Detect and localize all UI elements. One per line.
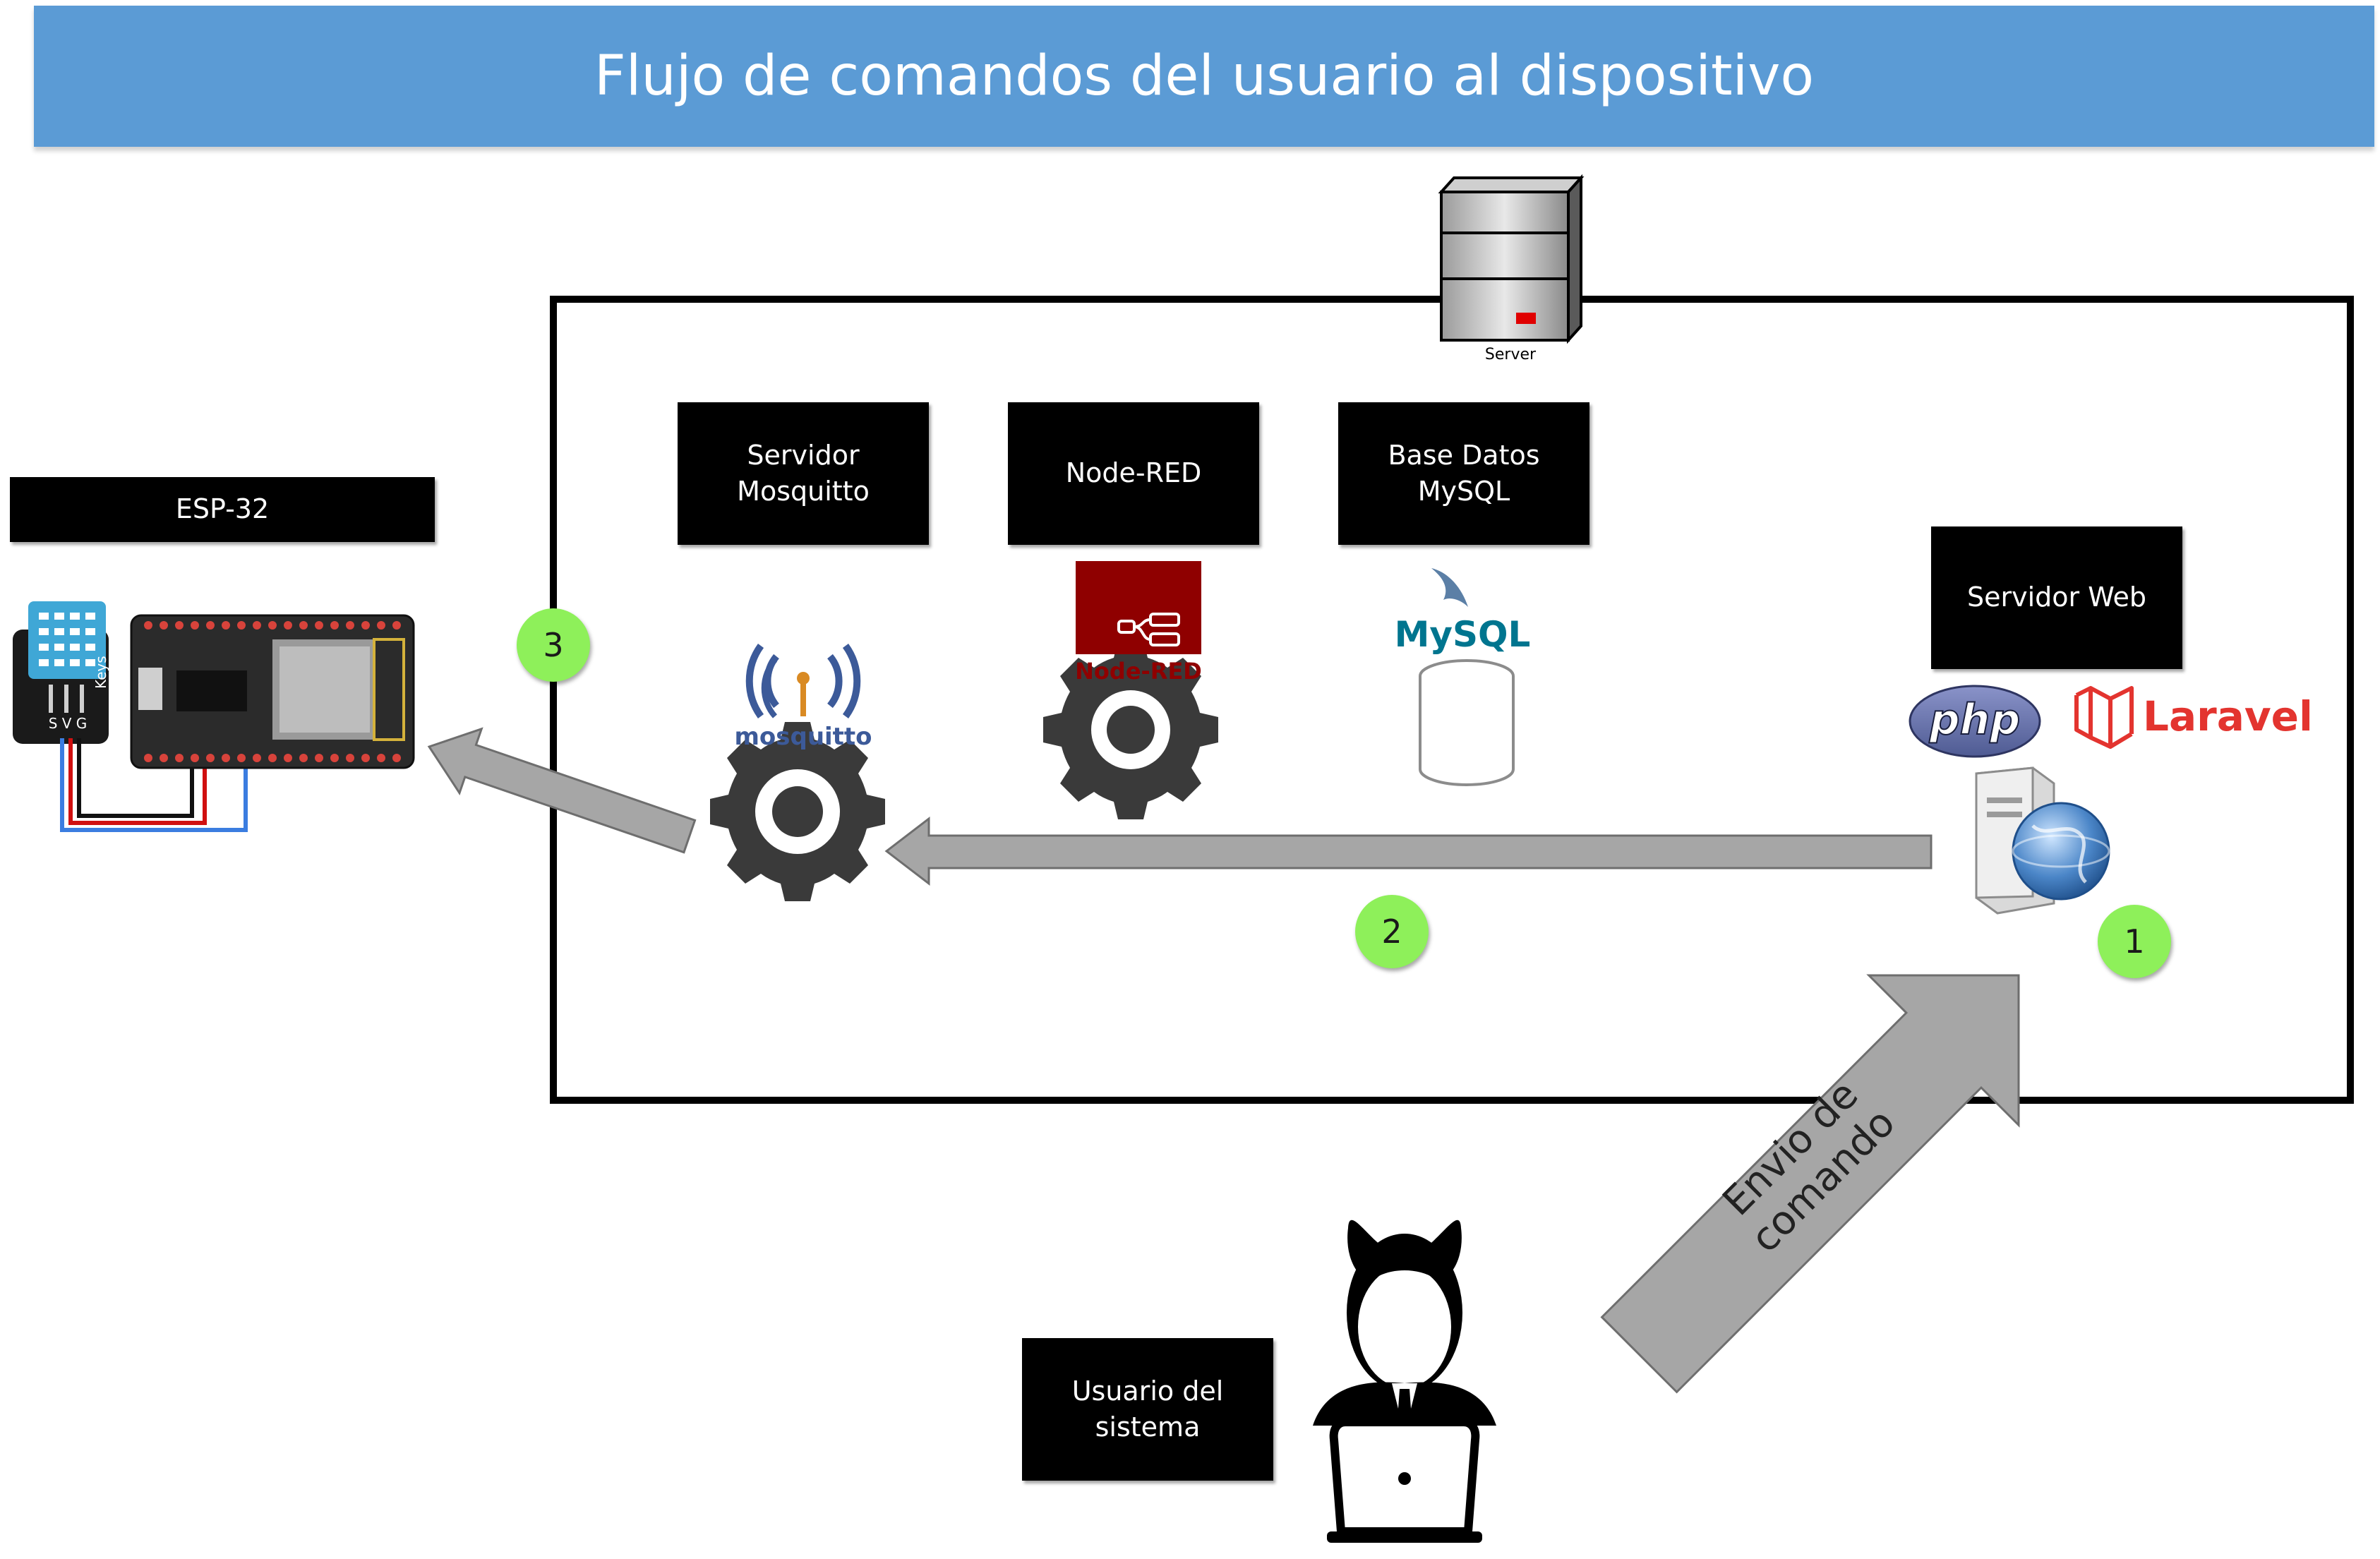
arrow-step-3	[427, 727, 697, 854]
web-server-globe-icon	[1975, 766, 2110, 915]
gear-icon	[1043, 640, 1218, 819]
php-logo-icon: php	[1909, 685, 2041, 758]
nodered-logo-text: Node-RED	[1075, 658, 1202, 685]
page-title: Flujo de comandos del usuario al disposi…	[594, 44, 1815, 108]
node-label-esp32: ESP-32	[10, 477, 435, 542]
node-label-mosquitto: Servidor Mosquitto	[678, 402, 929, 545]
step-badge-2: 2	[1355, 895, 1429, 968]
step-badge-1: 1	[2098, 905, 2171, 978]
user-laptop-icon	[1313, 1220, 1496, 1543]
nodered-logo-icon: Node-RED	[1075, 561, 1202, 685]
server-tower-icon	[1438, 174, 1585, 344]
node-label-nodered: Node-RED	[1008, 402, 1259, 545]
dht11-sensor-icon: S V G Keys	[13, 601, 248, 832]
mysql-dolphin-icon: MySQL	[1395, 568, 1531, 655]
gear-icon	[710, 722, 885, 901]
sensor-side-label: Keys	[92, 656, 109, 689]
laravel-logo-text: Laravel	[2143, 692, 2313, 740]
step-badge-3: 3	[517, 608, 590, 682]
node-label-webserver: Servidor Web	[1931, 526, 2182, 669]
mysql-logo-text: MySQL	[1395, 614, 1531, 655]
node-label-user: Usuario del sistema	[1022, 1338, 1273, 1481]
php-logo-text: php	[1929, 695, 2021, 745]
mosquitto-logo-icon: mosquitto	[734, 644, 872, 751]
server-caption: Server	[1484, 346, 1537, 363]
title-bar: Flujo de comandos del usuario al disposi…	[34, 6, 2374, 147]
node-label-mysql: Base Datos MySQL	[1338, 402, 1589, 545]
arrow-step-2	[884, 816, 1933, 886]
database-cylinder-icon	[1419, 659, 1515, 786]
mosquitto-logo-text: mosquitto	[734, 723, 872, 751]
sensor-pin-labels: S V G	[49, 715, 88, 732]
esp32-board-icon	[130, 614, 415, 769]
laravel-logo-icon: Laravel	[2074, 686, 2313, 749]
arrow-envio-comando	[1600, 974, 2020, 1394]
